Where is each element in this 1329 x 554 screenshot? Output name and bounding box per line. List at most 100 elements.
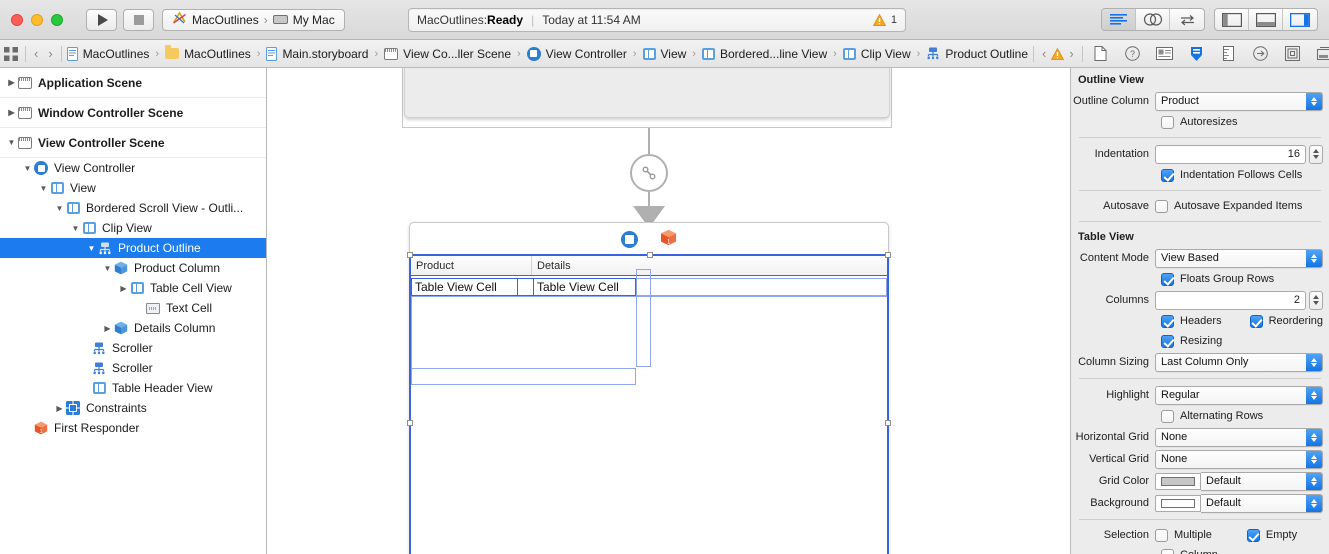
table-cell-details-overflow[interactable] xyxy=(636,278,887,296)
disclosure-triangle-icon[interactable]: ▶ xyxy=(120,283,127,293)
sidebar-item-clip-view[interactable]: ▼ Clip View xyxy=(0,218,266,238)
sidebar-item-bordered-scroll-view[interactable]: ▼ Bordered Scroll View - Outli... xyxy=(0,198,266,218)
first-responder-icon[interactable]: 1 xyxy=(660,229,677,249)
warning-triangle-icon[interactable] xyxy=(1051,47,1065,60)
sidebar-item-scroller-1[interactable]: Scroller xyxy=(0,338,266,358)
stop-button[interactable] xyxy=(123,8,154,31)
breadcrumb-product-outline[interactable]: Product Outline xyxy=(924,47,1030,61)
view-controller-scene-canvas[interactable]: 1 xyxy=(409,222,889,554)
disclosure-triangle-icon[interactable]: ▶ xyxy=(56,403,63,413)
disclosure-triangle-icon[interactable]: ▼ xyxy=(71,223,80,233)
attributes-inspector[interactable]: Outline View Outline Column Product Auto… xyxy=(1070,68,1329,554)
highlight-popup[interactable]: Regular xyxy=(1155,385,1323,405)
toggle-debug-area-button[interactable] xyxy=(1249,9,1283,30)
document-outline-sidebar[interactable]: ▶ Application Scene ▶ Window Controller … xyxy=(0,68,267,554)
breadcrumb-scene[interactable]: View Co...ller Scene xyxy=(382,47,513,61)
minimize-window-button[interactable] xyxy=(31,13,43,26)
table-row[interactable] xyxy=(411,277,887,297)
sidebar-item-view-controller-scene[interactable]: ▼ View Controller Scene xyxy=(0,128,266,158)
indentation-stepper[interactable] xyxy=(1309,144,1323,164)
outline-column-popup[interactable]: Product xyxy=(1155,91,1323,111)
connections-inspector-icon[interactable] xyxy=(1246,42,1276,66)
sidebar-item-window-controller-scene[interactable]: ▶ Window Controller Scene xyxy=(0,98,266,128)
table-view-cell-product[interactable]: Table View Cell xyxy=(411,278,518,296)
columns-field[interactable]: 2 xyxy=(1155,290,1306,310)
view-controller-icon[interactable] xyxy=(621,230,638,248)
disclosure-triangle-icon[interactable]: ▼ xyxy=(7,138,16,147)
reordering-checkbox[interactable] xyxy=(1249,314,1263,328)
grid-color-popup[interactable]: Default xyxy=(1201,471,1323,491)
sidebar-item-table-header-view[interactable]: Table Header View xyxy=(0,378,266,398)
empty-checkbox[interactable] xyxy=(1246,528,1260,542)
column-resize-guide[interactable] xyxy=(636,269,651,367)
grid-color-swatch[interactable] xyxy=(1155,472,1201,490)
toggle-utilities-button[interactable] xyxy=(1283,9,1317,30)
alternating-rows-checkbox[interactable] xyxy=(1161,409,1174,423)
sidebar-item-product-outline[interactable]: ▼ Product Outline xyxy=(0,238,266,258)
breadcrumb-view-controller[interactable]: View Controller xyxy=(525,46,629,61)
status-warning-group[interactable]: 1 xyxy=(872,13,897,26)
scheme-selector[interactable]: MacOutlines › My Mac xyxy=(162,8,345,31)
breadcrumb-project[interactable]: MacOutlines xyxy=(65,46,152,61)
navigate-forward-button[interactable]: › xyxy=(48,46,53,61)
attributes-inspector-icon[interactable] xyxy=(1182,42,1212,66)
column-header-product[interactable]: Product xyxy=(411,256,532,275)
indentation-field[interactable]: 16 xyxy=(1155,144,1306,164)
autoresizes-checkbox[interactable] xyxy=(1161,115,1174,129)
column-sizing-popup[interactable]: Last Column Only xyxy=(1155,352,1323,372)
column-checkbox[interactable] xyxy=(1161,548,1174,554)
background-popup[interactable]: Default xyxy=(1201,493,1323,513)
toggle-navigator-button[interactable] xyxy=(1215,9,1249,30)
disclosure-triangle-icon[interactable]: ▼ xyxy=(87,243,96,253)
sidebar-item-constraints[interactable]: ▶ Constraints xyxy=(0,398,266,418)
disclosure-triangle-icon[interactable]: ▼ xyxy=(23,163,32,173)
navigate-back-button[interactable]: ‹ xyxy=(34,46,39,61)
breadcrumb-bordered-scroll-view[interactable]: Bordered...line View xyxy=(700,47,829,61)
breadcrumb-view[interactable]: View xyxy=(641,47,689,61)
window-controller-scene-canvas[interactable] xyxy=(404,68,890,118)
version-editor-button[interactable] xyxy=(1170,9,1204,30)
columns-stepper[interactable] xyxy=(1309,290,1323,310)
sidebar-item-view[interactable]: ▼ View xyxy=(0,178,266,198)
sidebar-item-text-cell[interactable]: Text Cell xyxy=(0,298,266,318)
disclosure-triangle-icon[interactable]: ▼ xyxy=(103,263,112,273)
background-color-swatch[interactable] xyxy=(1155,494,1201,512)
sidebar-item-scroller-2[interactable]: Scroller xyxy=(0,358,266,378)
view-effects-icon[interactable] xyxy=(1310,42,1329,66)
table-view-cell-details[interactable]: Table View Cell xyxy=(533,278,636,296)
sidebar-item-details-column[interactable]: ▶ Details Column xyxy=(0,318,266,338)
standard-editor-button[interactable] xyxy=(1102,9,1136,30)
sidebar-item-table-cell-view[interactable]: ▶ Table Cell View xyxy=(0,278,266,298)
activity-status-bar[interactable]: MacOutlines: Ready | Today at 11:54 AM 1 xyxy=(408,8,906,32)
bindings-inspector-icon[interactable] xyxy=(1278,42,1308,66)
horizontal-grid-popup[interactable]: None xyxy=(1155,427,1323,447)
size-inspector-icon[interactable] xyxy=(1214,42,1244,66)
next-issue-button[interactable]: › xyxy=(1069,46,1074,61)
file-inspector-icon[interactable] xyxy=(1086,42,1116,66)
headers-checkbox[interactable] xyxy=(1161,314,1174,328)
interface-builder-canvas[interactable]: 1 Product Details Table View Cell Table … xyxy=(268,68,1070,554)
run-button[interactable] xyxy=(86,8,117,31)
disclosure-triangle-icon[interactable]: ▶ xyxy=(8,78,15,87)
identity-inspector-icon[interactable] xyxy=(1150,42,1180,66)
multiple-checkbox[interactable] xyxy=(1155,528,1168,542)
sidebar-item-application-scene[interactable]: ▶ Application Scene xyxy=(0,68,266,98)
autosave-expanded-items-checkbox[interactable] xyxy=(1155,199,1168,213)
disclosure-triangle-icon[interactable]: ▶ xyxy=(8,108,15,117)
previous-issue-button[interactable]: ‹ xyxy=(1042,46,1047,61)
column-header-details[interactable]: Details xyxy=(532,256,887,275)
disclosure-triangle-icon[interactable]: ▼ xyxy=(55,203,64,213)
disclosure-triangle-icon[interactable]: ▼ xyxy=(39,183,48,193)
segue-relationship-badge[interactable] xyxy=(630,154,668,192)
breadcrumb-clip-view[interactable]: Clip View xyxy=(841,47,913,61)
sidebar-item-first-responder[interactable]: 1 First Responder xyxy=(0,418,266,438)
floats-group-rows-checkbox[interactable] xyxy=(1161,272,1174,286)
breadcrumb-folder[interactable]: MacOutlines xyxy=(163,45,253,61)
zoom-window-button[interactable] xyxy=(51,13,63,26)
sidebar-item-view-controller[interactable]: ▼ View Controller xyxy=(0,158,266,178)
content-mode-popup[interactable]: View Based xyxy=(1155,248,1323,268)
close-window-button[interactable] xyxy=(11,13,23,26)
sidebar-item-product-column[interactable]: ▼ Product Column xyxy=(0,258,266,278)
breadcrumb-storyboard[interactable]: Main.storyboard xyxy=(264,46,370,61)
disclosure-triangle-icon[interactable]: ▶ xyxy=(104,323,111,333)
